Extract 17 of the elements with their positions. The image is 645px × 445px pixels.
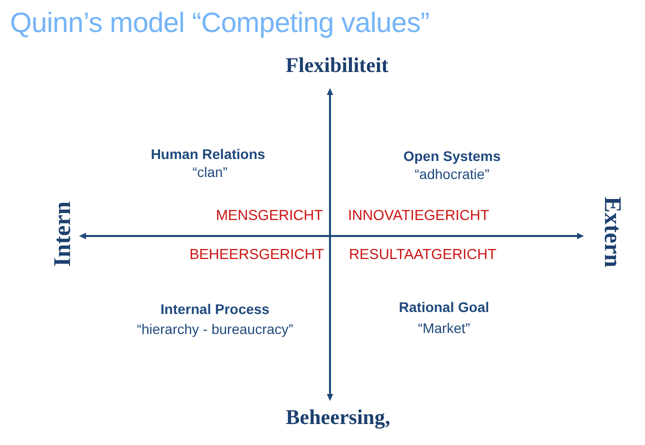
quadrant-subtitle: “Market”: [418, 320, 470, 336]
axis-label: Intern: [51, 201, 75, 267]
orientation-label: BEHEERSGERICHT: [189, 247, 324, 264]
orientation-label: MENSGERICHT: [216, 208, 323, 225]
axis-label: Flexibiliteit: [286, 53, 388, 78]
axis-label: Extern: [600, 196, 624, 268]
quadrant-title: Open Systems: [403, 148, 501, 164]
axis-label: Beheersing,: [286, 405, 390, 430]
orientation-label: RESULTAATGERICHT: [349, 247, 496, 264]
page-title: Quinn’s model “Competing values”: [10, 7, 430, 39]
quadrant-subtitle: “adhocratie”: [414, 166, 490, 182]
quadrant-subtitle: “hierarchy - bureaucracy”: [136, 321, 294, 338]
quadrant-subtitle: “clan”: [192, 164, 228, 180]
quadrant-title: Internal Process: [160, 301, 270, 318]
orientation-label: INNOVATIEGERICHT: [348, 208, 490, 225]
quadrant-title: Human Relations: [150, 146, 266, 162]
quadrant-title: Rational Goal: [398, 299, 490, 316]
